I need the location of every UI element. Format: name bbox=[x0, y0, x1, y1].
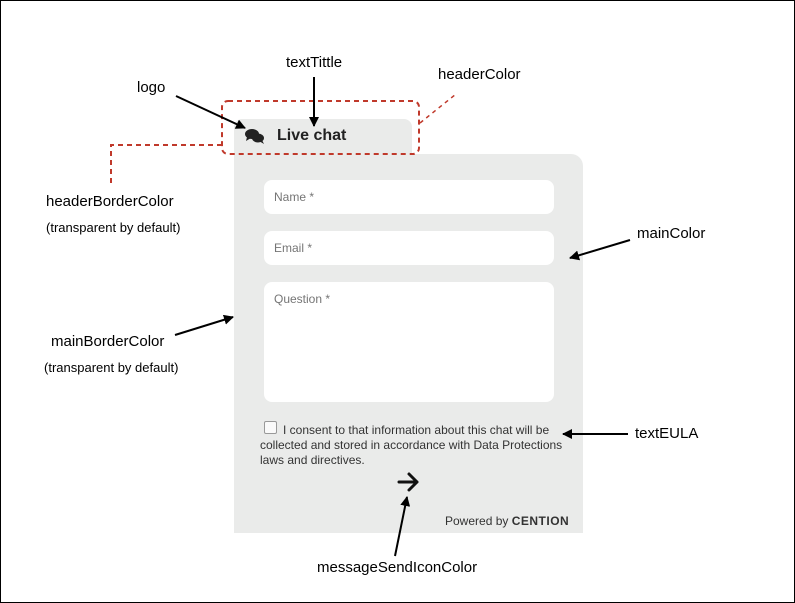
brand-logo: CENTION bbox=[511, 514, 570, 528]
main-border-arrow bbox=[174, 314, 234, 336]
main-border-color-label: mainBorderColor bbox=[51, 333, 165, 350]
main-color-arrow bbox=[569, 239, 631, 261]
text-title-label: textTittle bbox=[286, 54, 343, 71]
logo-arrow bbox=[175, 95, 246, 129]
header-color-leader bbox=[419, 93, 457, 124]
text-eula-label: textEULA bbox=[635, 425, 699, 442]
send-icon-color-label: messageSendIconColor bbox=[317, 559, 478, 576]
header-border-note: (transparent by default) bbox=[46, 220, 181, 235]
eula-text: I consent to that information about this… bbox=[260, 423, 563, 467]
header-highlight-outline bbox=[221, 100, 420, 155]
chat-title: Live chat bbox=[277, 127, 347, 144]
powered-by: Powered by CENTION bbox=[445, 514, 569, 528]
logo-label: logo bbox=[137, 79, 166, 96]
name-input[interactable] bbox=[264, 180, 554, 214]
main-color-label: mainColor bbox=[637, 225, 706, 242]
arrow-right-icon[interactable] bbox=[397, 471, 421, 493]
email-input[interactable] bbox=[264, 231, 554, 265]
main-border-note: (transparent by default) bbox=[44, 360, 179, 375]
chat-bubbles-icon bbox=[245, 129, 264, 144]
header-color-label: headerColor bbox=[438, 66, 521, 83]
header-border-leader bbox=[110, 144, 222, 183]
question-input[interactable] bbox=[264, 282, 554, 402]
header-border-color-label: headerBorderColor bbox=[46, 193, 174, 210]
powered-by-label: Powered by bbox=[445, 514, 509, 528]
send-icon-arrow bbox=[394, 496, 411, 557]
consent-checkbox[interactable] bbox=[264, 421, 277, 434]
